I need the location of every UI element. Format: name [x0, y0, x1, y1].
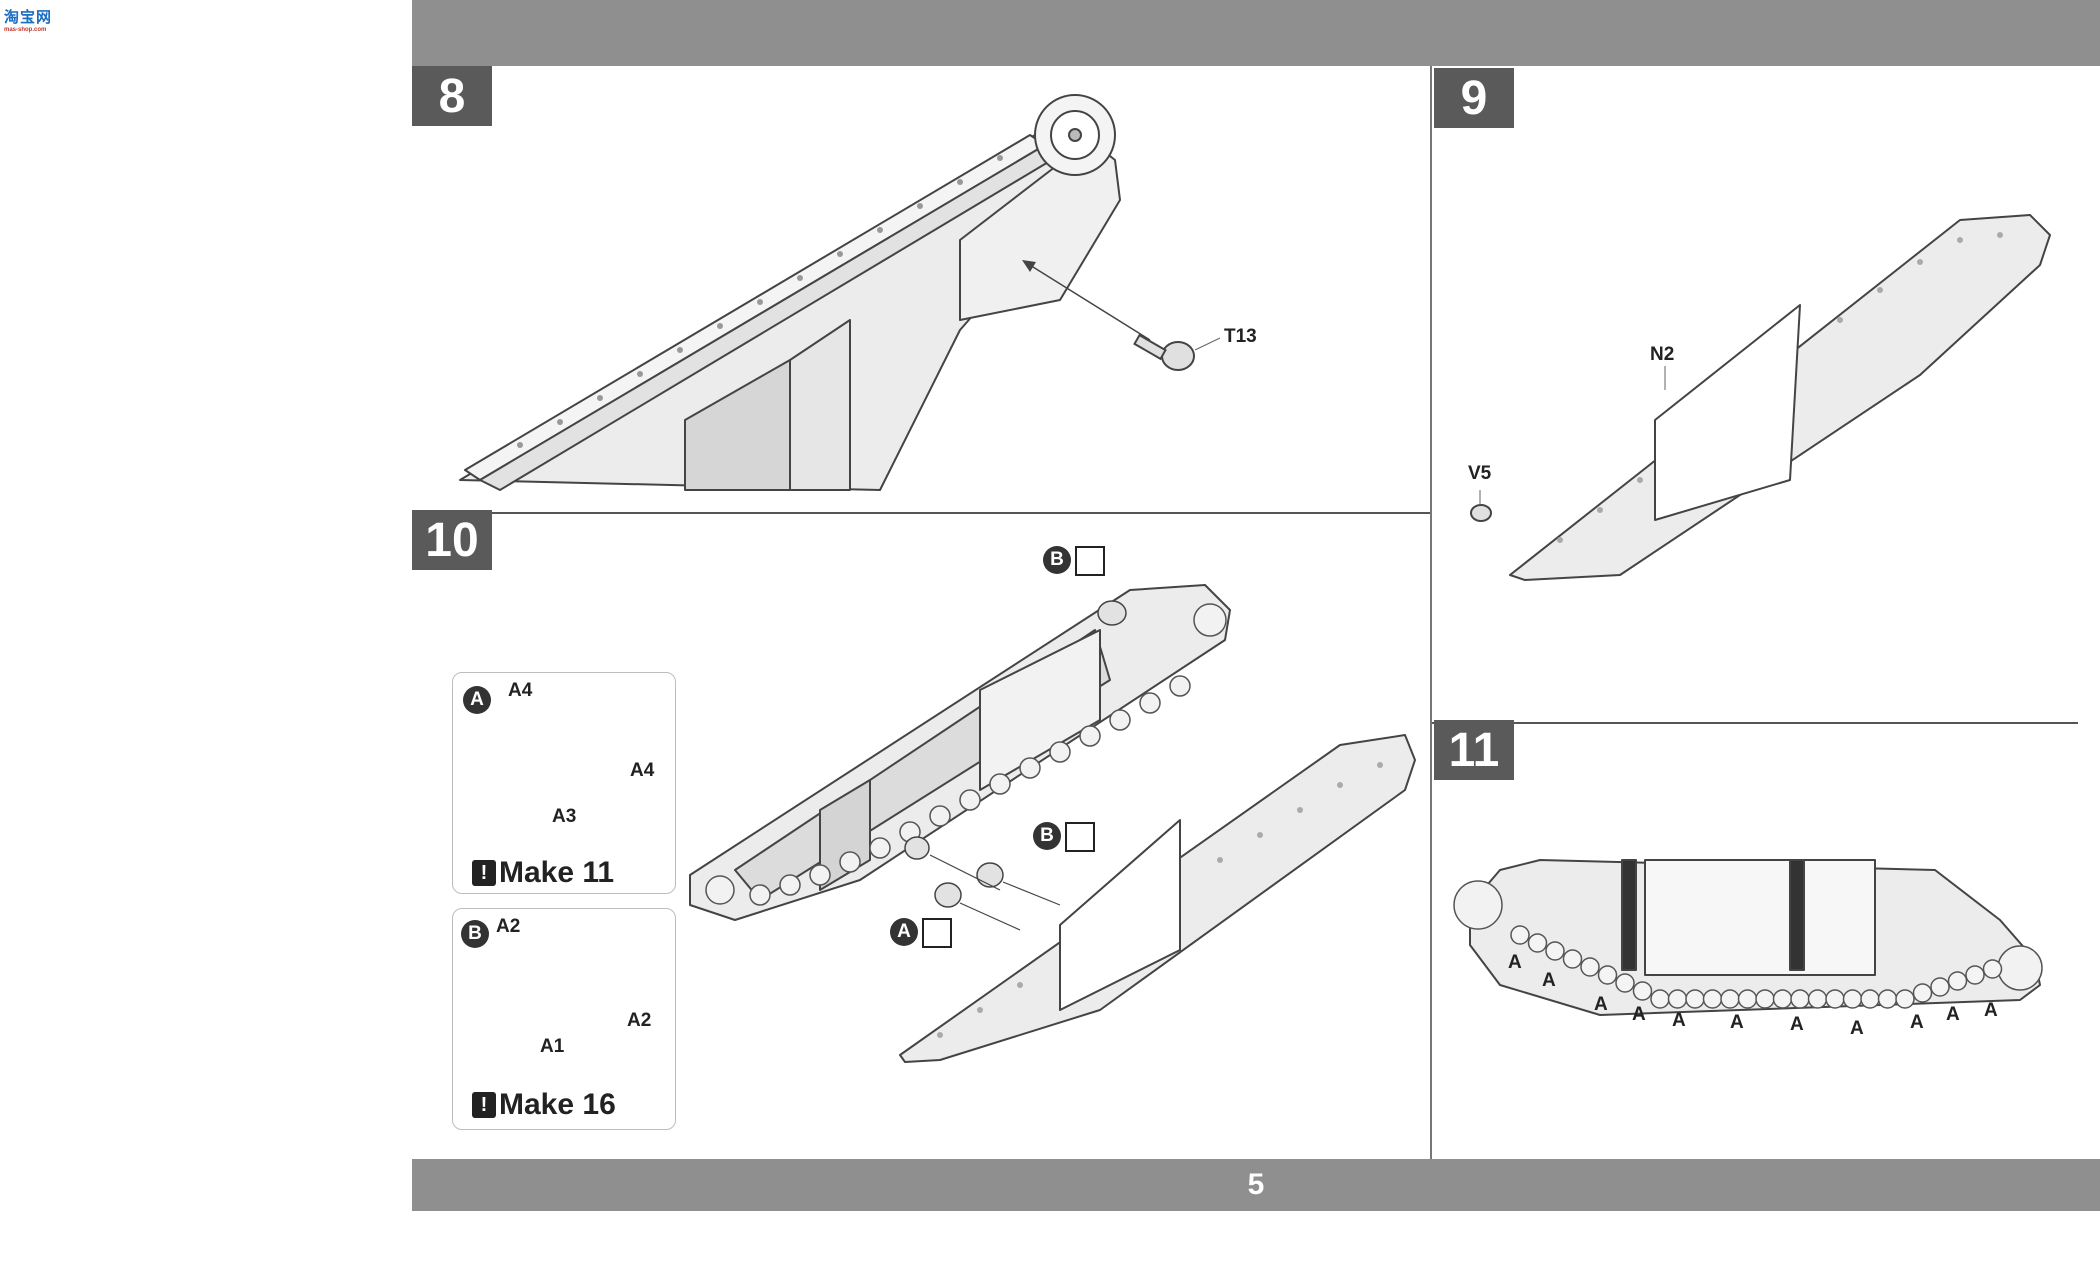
- marker-b-mid: B: [1033, 822, 1095, 852]
- road-wheel: [1895, 989, 1915, 1009]
- step-8-badge: 8: [412, 66, 492, 126]
- marker-b-mid-letter: B: [1033, 822, 1061, 850]
- road-wheel: [1825, 989, 1845, 1009]
- callout-a-letter: A: [463, 686, 491, 714]
- make-16-text: Make 16: [499, 1088, 616, 1121]
- logo: 淘宝网 mas-shop.com: [4, 6, 70, 40]
- bottom-bar: 5: [412, 1159, 2100, 1211]
- wheel-label-9: A: [1910, 1012, 1924, 1033]
- exclude-icon: [1075, 546, 1105, 576]
- divider-step9-step11: [1432, 722, 2078, 724]
- label-a4-top: A4: [508, 680, 533, 701]
- wheel-label-2: A: [1542, 970, 1556, 991]
- warning-icon: !: [472, 860, 496, 886]
- label-a3: A3: [552, 806, 577, 827]
- wheel-label-6: A: [1730, 1012, 1744, 1033]
- marker-a-mid: A: [890, 918, 952, 948]
- label-v5: V5: [1468, 463, 1492, 484]
- road-wheel: [1842, 989, 1863, 1009]
- exclude-icon: [1065, 822, 1095, 852]
- make-11-note: ! Make 11: [472, 856, 614, 890]
- callout-b-letter: B: [461, 920, 489, 948]
- wheel-label-8: A: [1850, 1018, 1864, 1039]
- warning-icon: !: [472, 1092, 496, 1118]
- road-wheel: [1510, 925, 1530, 945]
- road-wheel: [1807, 989, 1828, 1009]
- make-11-text: Make 11: [499, 856, 615, 889]
- road-wheel: [1702, 989, 1723, 1009]
- road-wheel: [1877, 989, 1898, 1009]
- road-wheel: [1545, 941, 1565, 961]
- wheel-label-5: A: [1672, 1010, 1686, 1031]
- road-wheel: [1790, 989, 1810, 1009]
- road-wheel: [1650, 989, 1670, 1009]
- road-wheel: [1755, 989, 1775, 1009]
- top-bar: [412, 0, 2100, 66]
- road-wheel: [1527, 933, 1548, 953]
- road-wheel: [1965, 965, 1985, 985]
- wheel-label-10: A: [1946, 1004, 1960, 1025]
- wheel-label-11: A: [1984, 1000, 1998, 1021]
- callout-a-box: [452, 672, 676, 894]
- road-wheel: [1615, 973, 1635, 993]
- exclude-icon: [922, 918, 952, 948]
- road-wheel: [1667, 989, 1688, 1009]
- road-wheel: [1597, 965, 1618, 985]
- road-wheel: [1737, 989, 1758, 1009]
- marker-b-top-letter: B: [1043, 546, 1071, 574]
- wheel-label-1: A: [1508, 952, 1522, 973]
- step-10-badge: 10: [412, 510, 492, 570]
- wheel-label-7: A: [1790, 1014, 1804, 1035]
- marker-b-top: B: [1043, 546, 1105, 576]
- divider-step8-step10: [412, 512, 1432, 514]
- step-9-badge: 9: [1434, 68, 1514, 128]
- make-16-note: ! Make 16: [472, 1088, 616, 1122]
- road-wheel: [1860, 989, 1880, 1009]
- wheel-label-4: A: [1632, 1004, 1646, 1025]
- divider-vertical: [1430, 66, 1432, 1159]
- road-wheel: [1912, 983, 1933, 1003]
- label-a4-right: A4: [630, 760, 655, 781]
- logo-text: 淘宝网: [4, 9, 53, 26]
- road-wheel: [1580, 957, 1600, 977]
- road-wheel: [1562, 949, 1583, 969]
- road-wheel: [1947, 971, 1968, 991]
- wheel-label-3: A: [1594, 994, 1608, 1015]
- road-wheel: [1930, 977, 1950, 997]
- label-n2: N2: [1650, 344, 1675, 365]
- road-wheel: [1632, 981, 1653, 1001]
- page-number: 5: [1247, 1168, 1265, 1201]
- label-a2-right: A2: [627, 1010, 652, 1031]
- label-t13: T13: [1224, 326, 1257, 347]
- road-wheel: [1685, 989, 1705, 1009]
- logo-subtext: mas-shop.com: [4, 27, 47, 33]
- road-wheel: [1772, 989, 1793, 1009]
- label-a1: A1: [540, 1036, 565, 1057]
- marker-a-mid-letter: A: [890, 918, 918, 946]
- road-wheel: [1720, 989, 1740, 1009]
- step-11-badge: 11: [1434, 720, 1514, 780]
- road-wheel: [1982, 959, 2003, 979]
- label-a2-top: A2: [496, 916, 521, 937]
